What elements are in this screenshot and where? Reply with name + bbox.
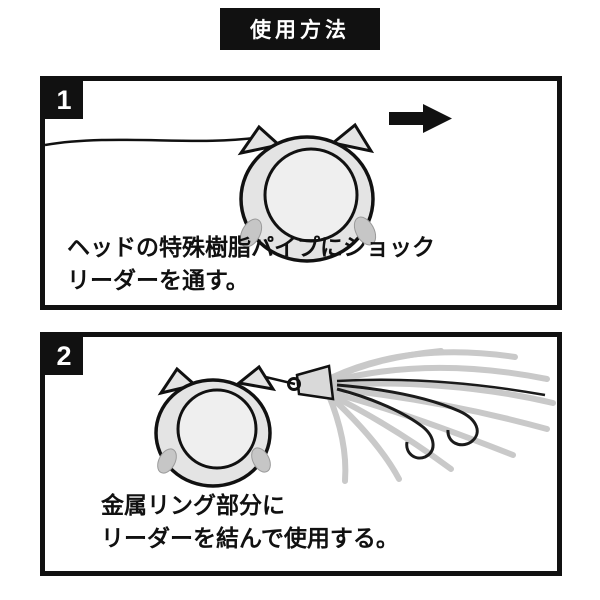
step-panel-1: 1 ヘッドの特殊樹脂パイプにショック リーダーを通す。 bbox=[40, 76, 562, 310]
direction-arrow-icon bbox=[389, 104, 452, 133]
step2-illustration bbox=[154, 348, 556, 488]
step1-illustration bbox=[45, 104, 452, 263]
step1-caption: ヘッドの特殊樹脂パイプにショック リーダーを通す。 bbox=[67, 231, 435, 297]
page-title: 使用方法 bbox=[250, 19, 350, 42]
metal-ring-connector bbox=[287, 364, 335, 401]
metal-ring-icon bbox=[287, 377, 301, 391]
step1-caption-line2: リーダーを通す。 bbox=[67, 267, 249, 293]
step-number-2: 2 bbox=[45, 337, 83, 375]
title-bar: 使用方法 bbox=[220, 8, 380, 50]
rubber-skirt bbox=[325, 348, 556, 484]
lure-head bbox=[237, 122, 377, 263]
step2-caption-line1: 金属リング部分に bbox=[101, 492, 285, 518]
step2-caption: 金属リング部分に リーダーを結んで使用する。 bbox=[101, 489, 399, 555]
step1-caption-line1: ヘッドの特殊樹脂パイプにショック bbox=[67, 234, 435, 260]
pipe-hole-right bbox=[251, 447, 271, 473]
lure-head bbox=[154, 364, 277, 488]
step2-caption-line2: リーダーを結んで使用する。 bbox=[101, 525, 399, 551]
step-number-1: 1 bbox=[45, 81, 83, 119]
pipe-hole-left bbox=[157, 448, 177, 474]
hooks bbox=[336, 378, 546, 460]
pipe-hole-right bbox=[353, 216, 377, 246]
leader-line bbox=[45, 135, 262, 147]
pipe-hole-left bbox=[239, 218, 263, 248]
step-panel-2: 2 bbox=[40, 332, 562, 576]
